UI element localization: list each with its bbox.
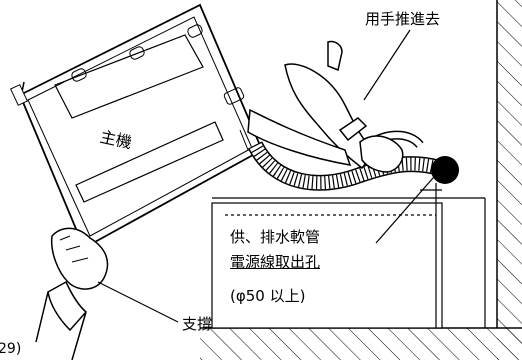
supporting-hand-drawing <box>35 227 109 360</box>
hose-opening-label-line2: 電源線取出孔 <box>230 253 321 271</box>
hose-opening-size-label: (φ50 以上) <box>230 287 306 305</box>
wall-hatch <box>496 0 522 360</box>
hose-opening-label-line1: 供、排水軟管 <box>230 228 321 246</box>
push-in-label: 用手推進去 <box>365 10 441 28</box>
hose-opening <box>211 183 486 329</box>
support-label: 支撐 <box>182 315 213 333</box>
pushing-arm-drawing <box>247 40 404 173</box>
figure-number: 29) <box>0 341 22 357</box>
hose-drawing <box>247 130 459 191</box>
floor-hatch <box>200 327 522 360</box>
leader-lines <box>97 29 441 323</box>
